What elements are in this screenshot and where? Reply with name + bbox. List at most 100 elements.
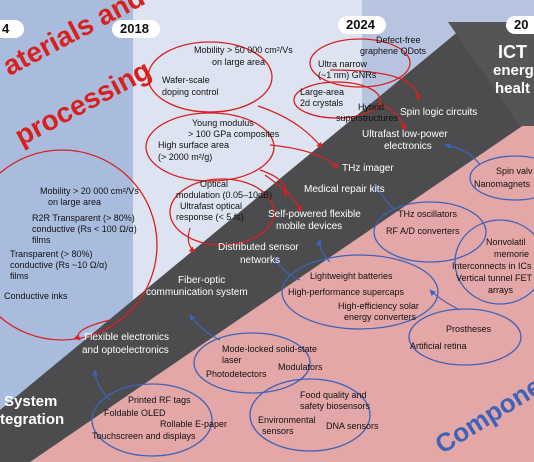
- ellipse-nonvolatile: [454, 219, 534, 305]
- app-fiber-2: communication system: [146, 287, 248, 298]
- mat-2d-2: 2d crystals: [300, 98, 344, 108]
- app-distributed-2: networks: [240, 255, 281, 266]
- ellipse-gnrs: [309, 38, 411, 88]
- ellipse-spin-valve: [469, 155, 534, 201]
- comp-dna: DNA sensors: [326, 421, 379, 431]
- ellipse-materials-left: [0, 149, 158, 341]
- heading-ict-line2: energ: [493, 62, 534, 79]
- mat-young-2: > 100 GPa composites: [188, 129, 280, 139]
- ellipse-2d-crystals: [293, 81, 381, 119]
- comp-oled: Foldable OLED: [104, 408, 166, 418]
- ellipse-oled: [91, 383, 213, 457]
- year-label-2: 2018: [120, 21, 149, 36]
- materials-arrows: [74, 69, 422, 341]
- mat-r2r-1: R2R Transparent (> 80%): [32, 213, 135, 223]
- mat-gnr-2: (~1 nm) GNRs: [318, 70, 377, 80]
- year-label-3: 2024: [346, 17, 375, 32]
- mat-gnr-1: Ultra narrow: [318, 59, 368, 69]
- ellipse-biosensors: [249, 378, 371, 452]
- mat-hybrid-2: superstructures: [336, 113, 399, 123]
- year-badges: [0, 16, 534, 38]
- comp-touchscreen: Touchscreen and displays: [92, 431, 196, 441]
- mat-2d-1: Large-area: [300, 87, 345, 97]
- heading-system-line2: tegration: [0, 411, 65, 428]
- main-arrow-head: [448, 22, 534, 126]
- comp-solar-1: High-efficiency solar: [338, 301, 419, 311]
- mat-wafer-2: doping control: [162, 87, 219, 97]
- year-label-4: 20: [514, 17, 529, 32]
- year-badge-2: [112, 20, 160, 38]
- mat-optical-3: Ultrafast optical: [180, 201, 243, 211]
- mat-r2r-2: conductive (Rs < 100 Ω/α): [32, 224, 137, 234]
- mat-mobility-large-1: Mobility > 50 000 cm²/Vs: [194, 45, 293, 55]
- mat-mobility20-2: on large area: [48, 197, 102, 207]
- app-thz-imager: THz imager: [342, 163, 394, 174]
- comp-laser-1: Mode-locked solid-state: [222, 344, 318, 354]
- comp-food-2: safety biosensors: [300, 401, 371, 411]
- comp-env-2: sensors: [262, 426, 294, 436]
- comp-vtfet-1: Vertical tunnel FET: [456, 273, 533, 283]
- mat-hybrid-1: Hybrid: [358, 102, 385, 112]
- mat-transparent-1: Transparent (> 80%): [10, 249, 93, 259]
- mat-defect-2: graphene QDots: [360, 46, 427, 56]
- app-selfpowered-1: Self-powered flexible: [268, 209, 361, 220]
- heading-system-line1: System: [4, 393, 58, 410]
- ellipse-mobility-large: [147, 41, 273, 113]
- ellipse-thz-osc: [373, 201, 487, 263]
- comp-prostheses: Prostheses: [446, 324, 492, 334]
- components-arrows: [92, 143, 481, 401]
- mat-r2r-3: films: [32, 235, 51, 245]
- comp-nonvolatile-1: Nonvolatil: [486, 237, 526, 247]
- comp-epaper: Rollable E-paper: [160, 419, 228, 429]
- comp-supercaps: High-performance supercaps: [288, 287, 405, 297]
- comp-modulators: Modulators: [278, 362, 323, 372]
- app-medical: Medical repair kits: [304, 184, 385, 195]
- mat-inks: Conductive inks: [4, 291, 68, 301]
- mat-optical-1: Optical: [200, 179, 229, 189]
- mat-transparent-2: conductive (Rs ~10 Ω/α): [10, 260, 108, 270]
- mat-optical-2: modulation (0.05–10dB): [176, 190, 273, 200]
- app-flexible-2: and optoelectronics: [82, 345, 169, 356]
- mat-young-1: Young modulus: [192, 118, 254, 128]
- ellipse-laser: [193, 332, 311, 394]
- year-badge-3: [338, 16, 386, 34]
- comp-food-1: Food quality and: [300, 390, 367, 400]
- comp-retina: Artificial retina: [410, 341, 467, 351]
- year-label-1: 4: [2, 21, 10, 36]
- main-arrow-body: [0, 30, 534, 462]
- app-distributed-1: Distributed sensor: [218, 242, 299, 253]
- comp-solar-2: energy converters: [344, 312, 417, 322]
- app-selfpowered-2: mobile devices: [276, 221, 343, 232]
- mat-surface-1: High surface area: [158, 140, 230, 150]
- comp-rf-ad: RF A/D converters: [386, 226, 460, 236]
- app-spin-logic: Spin logic circuits: [400, 107, 478, 118]
- mat-mobility20-1: Mobility > 20 000 cm²/Vs: [40, 186, 139, 196]
- ellipse-young: [145, 112, 275, 182]
- mat-wafer-1: Wafer-scale: [162, 75, 210, 85]
- heading-ict-line3: healt: [495, 80, 531, 97]
- mat-surface-2: (> 2000 m²/g): [158, 152, 213, 162]
- app-ulp-2: electronics: [384, 141, 432, 152]
- comp-nonvolatile-2: memorie: [494, 249, 530, 259]
- heading-ict-line1: ICT: [498, 42, 527, 62]
- ellipse-prostheses: [408, 308, 522, 366]
- ellipse-energy: [281, 254, 439, 330]
- comp-vtfet-2: arrays: [488, 285, 514, 295]
- comp-laser-2: laser: [222, 355, 242, 365]
- app-ulp-1: Ultrafast low-power: [362, 129, 448, 140]
- comp-photodetectors: Photodetectors: [206, 369, 267, 379]
- year-badge-4: [506, 16, 534, 34]
- comp-batteries: Lightweight batteries: [310, 271, 393, 281]
- ellipse-optical: [169, 178, 275, 246]
- mat-transparent-3: films: [10, 271, 29, 281]
- comp-env-1: Environmental: [258, 415, 316, 425]
- app-flexible-1: Flexible electronics: [84, 332, 170, 343]
- comp-nanomagnets: Nanomagnets: [474, 179, 531, 189]
- comp-spin-valve: Spin valv: [496, 166, 533, 176]
- year-badge-1: [0, 20, 24, 38]
- comp-rf-tags: Printed RF tags: [128, 395, 191, 405]
- comp-thz-osc: THz oscillators: [398, 209, 458, 219]
- mat-defect-1: Defect-free: [376, 35, 421, 45]
